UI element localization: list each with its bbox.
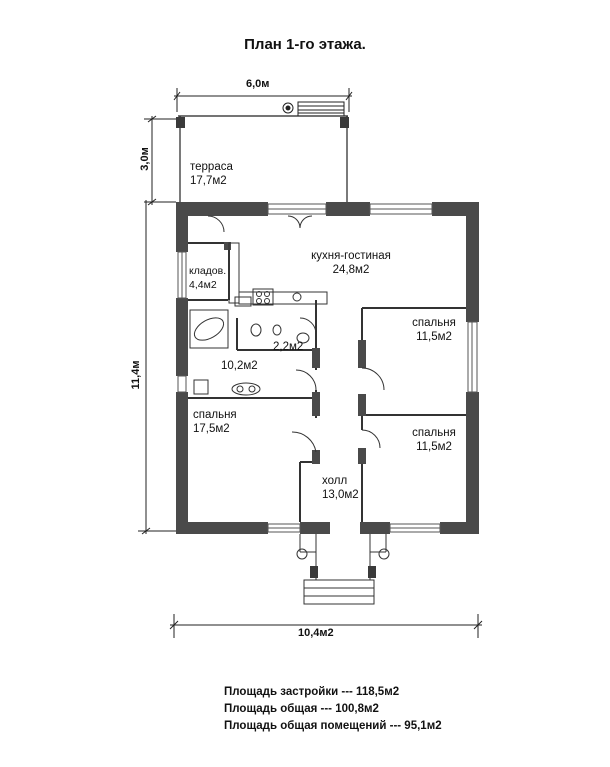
room-area: 11,5м2	[416, 441, 452, 453]
dimension-lines	[138, 88, 483, 638]
room-bedroom-right-bottom: спальня 11,5м2	[404, 426, 464, 454]
dimension-house-depth: 11,4м	[130, 360, 142, 390]
room-area: 17,7м2	[190, 175, 227, 187]
room-name: кладов.	[189, 265, 227, 277]
dimension-terrace-depth: 3,0м	[139, 147, 151, 171]
room-pantry: кладов. 4,4м2	[189, 264, 226, 292]
area-summary: Площадь застройки --- 118,5м2 Площадь об…	[224, 684, 442, 735]
door-swings	[207, 215, 385, 453]
room-area: 17,5м2	[193, 423, 230, 435]
room-bedroom-left: спальня 17,5м2	[193, 408, 237, 436]
kitchen-counter	[228, 242, 328, 307]
room-name: спальня	[412, 317, 456, 329]
summary-line: Площадь общая помещений --- 95,1м2	[224, 720, 442, 732]
exterior-walls	[176, 202, 479, 534]
room-area: 11,5м2	[416, 331, 452, 343]
room-bathroom: 10,2м2	[221, 359, 258, 373]
room-area: 24,8м2	[332, 264, 370, 276]
summary-line: Площадь застройки --- 118,5м2	[224, 686, 400, 698]
sanitary-fixtures	[189, 309, 310, 396]
room-name: спальня	[412, 427, 456, 439]
room-area: 13,0м2	[322, 489, 359, 501]
windows	[177, 203, 478, 533]
room-wc: 2,2м2	[273, 340, 303, 354]
room-hall: холл 13,0м2	[322, 474, 359, 502]
dimension-top-width: 6,0м	[246, 78, 270, 90]
wall-stubs	[224, 242, 366, 464]
room-name: спальня	[193, 409, 237, 421]
room-area: 10,2м2	[221, 360, 258, 372]
room-area: 2,2м2	[273, 341, 304, 353]
room-bedroom-right-top: спальня 11,5м2	[404, 316, 464, 344]
summary-line: Площадь общая --- 100,8м2	[224, 703, 379, 715]
page-title: План 1-го этажа.	[244, 36, 366, 53]
terrace-column	[340, 117, 349, 128]
room-area: 4,4м2	[189, 279, 217, 291]
porch-column	[310, 566, 318, 578]
terrace-column	[176, 117, 185, 128]
dimension-bottom-width: 10,4м2	[298, 627, 334, 639]
room-name: терраса	[190, 161, 233, 173]
terrace-steps	[282, 101, 345, 117]
room-name: кухня-гостиная	[311, 250, 391, 262]
porch-column	[368, 566, 376, 578]
room-kitchen-living: кухня-гостиная 24,8м2	[296, 249, 406, 277]
room-name: холл	[322, 475, 348, 487]
room-terrace: терраса 17,7м2	[190, 160, 233, 188]
